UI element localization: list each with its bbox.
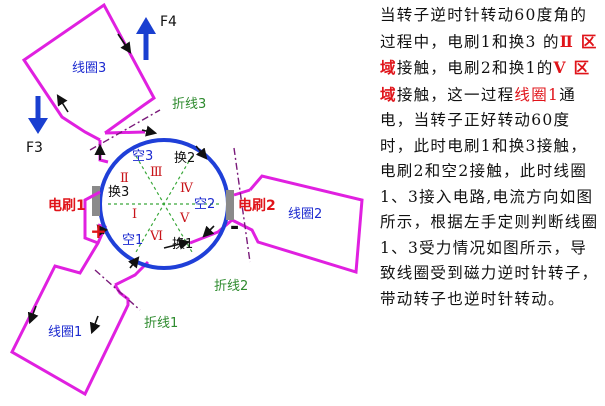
polarity-plus: + xyxy=(90,219,107,243)
polarity-minus: - xyxy=(230,215,239,240)
region-6: Ⅵ xyxy=(149,229,163,244)
coil2-outline xyxy=(231,174,364,274)
force-f3-label: F3 xyxy=(26,140,43,156)
force-f4-label: F4 xyxy=(160,14,177,30)
force-arrow-f4 xyxy=(136,17,156,60)
coil1-outline xyxy=(10,223,130,397)
coil2-label: 线圈2 xyxy=(288,207,322,222)
brush1-bar xyxy=(92,186,100,216)
fold1-label: 折线1 xyxy=(144,316,178,331)
fold3-label: 折线3 xyxy=(172,97,206,112)
region-dividers xyxy=(108,155,220,253)
coil2-lead xyxy=(189,218,233,245)
explanation-coil1: 线圈1 xyxy=(514,85,560,104)
gap3-label: 空3 xyxy=(132,149,153,164)
coil3-lead xyxy=(98,140,109,164)
motor-diagram: 线圈3 线圈2 线圈1 折线3 折线2 折线1 F4 F3 电刷1 电刷2 + … xyxy=(10,2,364,397)
explanation-part1: 当转子逆时针转动60度角的过程中，电刷1和换3 的 xyxy=(380,6,588,51)
fold2-label: 折线2 xyxy=(214,279,248,294)
fold-lines xyxy=(89,109,251,311)
brush2-label: 电刷2 xyxy=(238,197,276,214)
coil3-label: 线圈3 xyxy=(72,61,106,76)
seg3-label: 换3 xyxy=(108,185,129,200)
explanation-region2: Ⅱ 区域 xyxy=(380,31,598,78)
coil3-lead-b xyxy=(104,130,146,135)
force-arrow-f3 xyxy=(28,96,48,134)
gap1-label: 空1 xyxy=(122,233,143,248)
region-4: Ⅳ xyxy=(180,181,194,196)
brush1-wire xyxy=(83,190,101,245)
explanation-text: 当转子逆时针转动60度角的过程中，电刷1和换3 的Ⅱ 区域接触，电刷2和换1的Ⅴ… xyxy=(380,3,602,312)
seg1-label: 换1 xyxy=(172,237,193,252)
brush2-bar xyxy=(226,190,234,220)
region-2: Ⅱ xyxy=(120,171,129,186)
coil1-label: 线圈1 xyxy=(48,325,82,340)
region-3: Ⅲ xyxy=(150,165,163,180)
current-arrows xyxy=(27,33,215,335)
brush1-label: 电刷1 xyxy=(48,197,86,214)
coil3-outline xyxy=(21,2,156,142)
region-5: Ⅴ xyxy=(179,211,190,226)
explanation-part4: 通电，当转子正好转动60度时，此时电刷1和换3接触，电刷2和空2接触，此时线圈1… xyxy=(380,85,599,308)
explanation-part3: 接触，这一过程 xyxy=(396,85,515,104)
region-1: Ⅰ xyxy=(132,207,137,222)
explanation-region5: Ⅴ 区域 xyxy=(380,58,591,104)
brush2-wire xyxy=(233,188,251,197)
gap2-label: 空2 xyxy=(194,197,215,212)
explanation-part2: 接触，电刷2和换1的 xyxy=(396,59,554,77)
seg2-label: 换2 xyxy=(174,151,195,166)
